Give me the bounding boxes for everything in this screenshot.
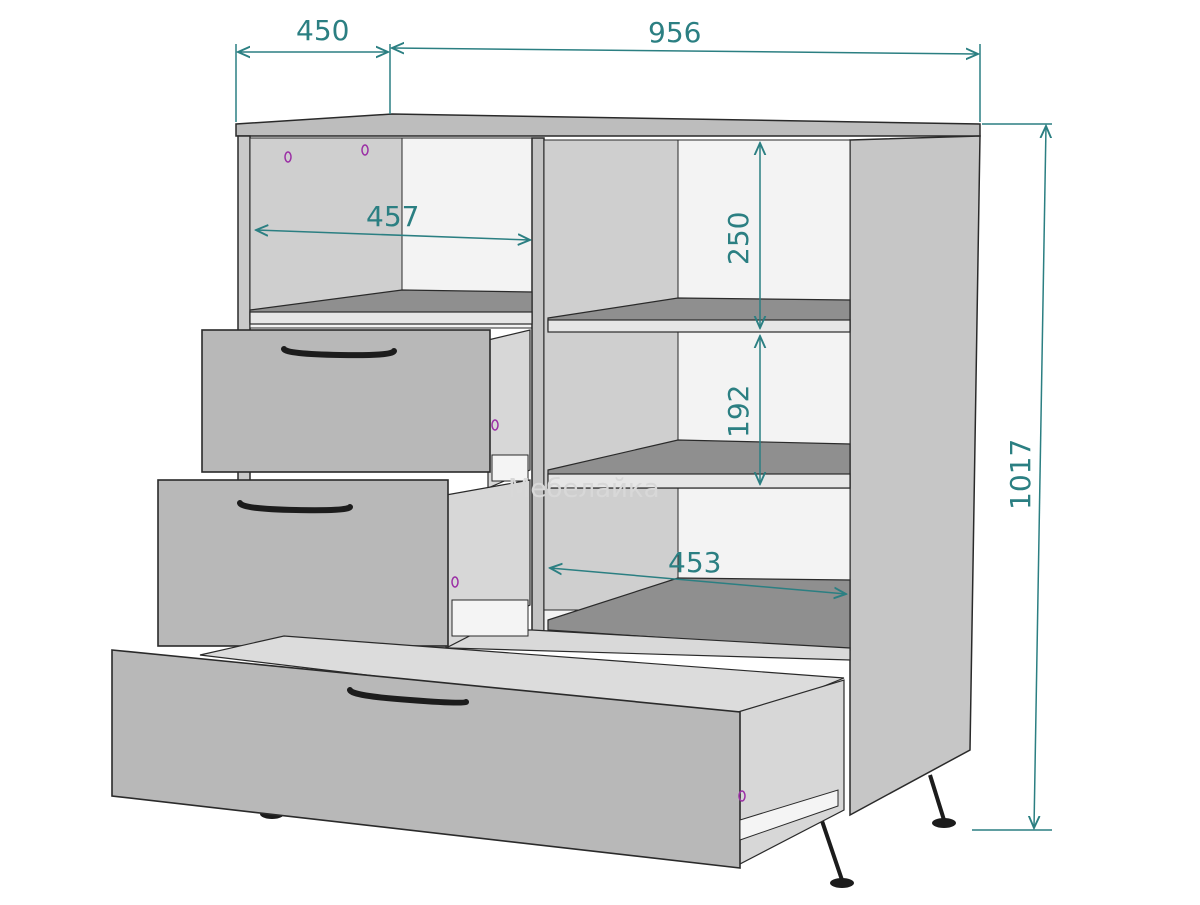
top-panel (235, 113, 981, 137)
dim-middle-shelf-gap: 192 (722, 385, 755, 438)
right-shelf-middle-edge (547, 473, 851, 489)
drawer-middle (157, 479, 531, 649)
right-shelf-top-edge (547, 319, 851, 333)
dim-left-inner-width: 457 (366, 200, 419, 233)
dim-right-inner-width: 453 (668, 546, 721, 579)
right-inner-side (543, 139, 679, 611)
dimension-lines (235, 44, 1052, 831)
drawer-runner-icon (491, 454, 529, 482)
shelf-pin-marks (284, 144, 746, 802)
dim-height: 1017 (1004, 439, 1037, 510)
drawer-bottom (111, 635, 845, 869)
drawer-handle-icon (347, 687, 469, 706)
dim-width: 956 (648, 16, 701, 49)
drawer-runner-icon (739, 789, 839, 841)
dim-top-shelf-gap: 250 (722, 212, 755, 265)
left-shelf-edge (249, 311, 533, 325)
drawer-top (201, 329, 531, 489)
right-side-panel (849, 135, 981, 817)
dim-depth: 450 (296, 14, 349, 47)
drawer-handle-icon (281, 346, 397, 359)
drawer-runner-icon (451, 599, 529, 637)
center-divider (531, 137, 545, 639)
watermark-text: Мебелайка (508, 474, 660, 504)
left-inner-side (249, 137, 403, 311)
drawer-handle-icon (237, 500, 353, 514)
